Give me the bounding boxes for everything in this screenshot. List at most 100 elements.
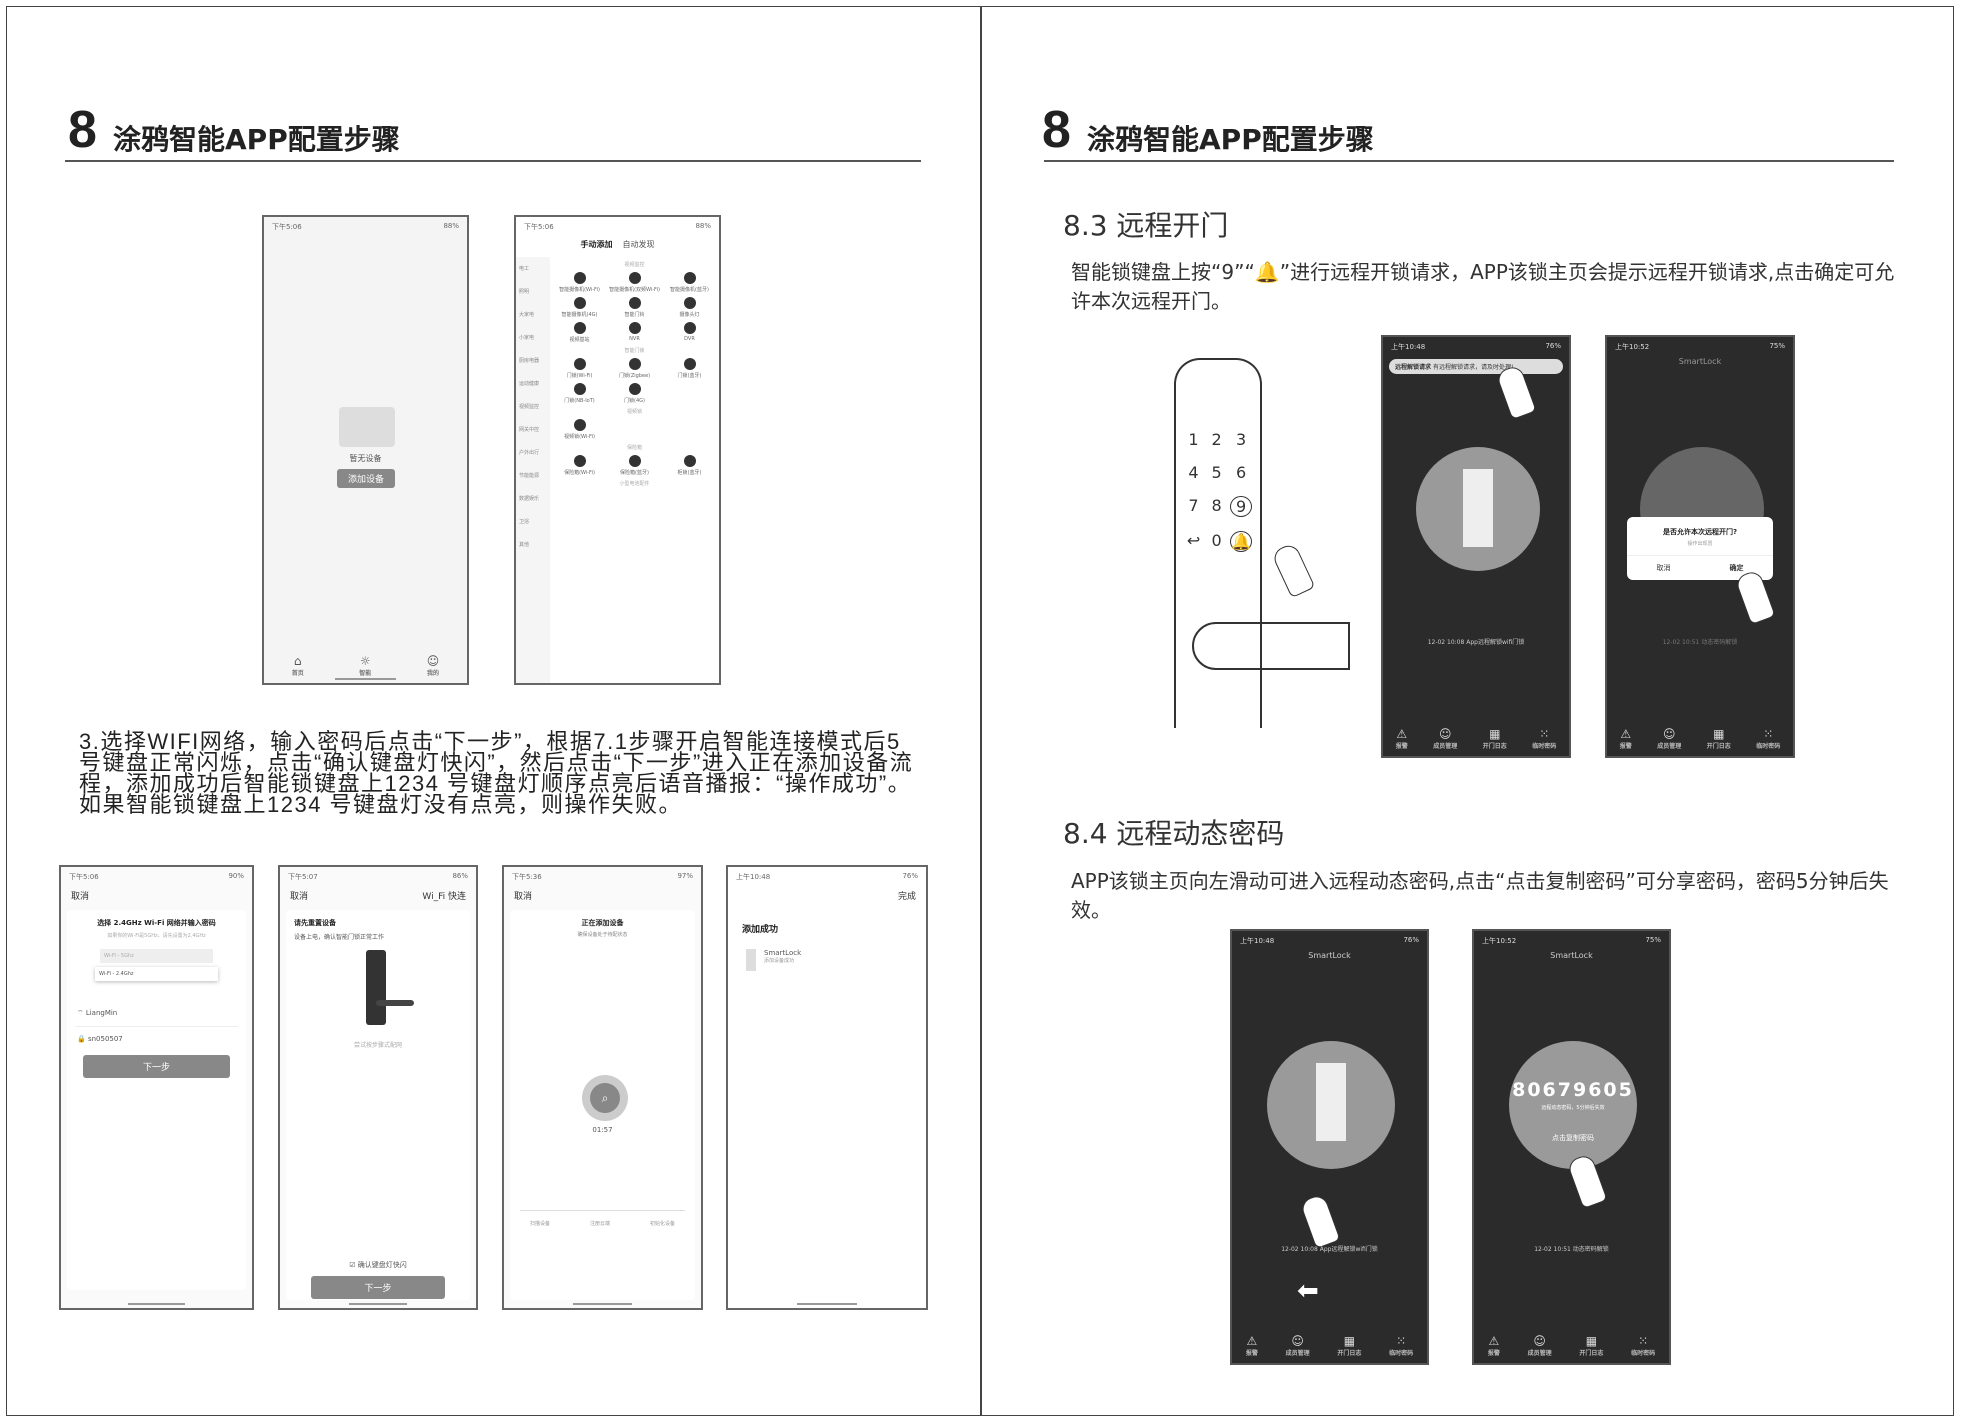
next-button[interactable]: 下一步 xyxy=(311,1276,445,1299)
category-item[interactable]: 照明 xyxy=(519,289,530,295)
unlock-log: 12-02 10:08 App远程解锁wifi门锁 xyxy=(1427,639,1525,646)
keypad-key[interactable]: 4 xyxy=(1188,463,1199,482)
tab-auto-discover[interactable]: 自动发现 xyxy=(622,240,655,249)
lock-status-circle[interactable] xyxy=(1267,1041,1395,1169)
keypad-key[interactable]: 1 xyxy=(1188,430,1199,449)
category-item[interactable]: 其他 xyxy=(519,542,530,548)
device-type-item[interactable]: DVR xyxy=(664,322,715,343)
next-button[interactable]: 下一步 xyxy=(83,1055,230,1078)
password-field[interactable]: 🔒 sn050507 xyxy=(77,1035,123,1043)
category-item[interactable]: 运动健康 xyxy=(519,381,540,387)
device-type-item[interactable]: 摄像头灯 xyxy=(664,297,715,318)
ssid-field[interactable]: ⌔ LiangMin xyxy=(75,1001,238,1027)
device-type-item[interactable]: 保险箱(蓝牙) xyxy=(609,455,660,476)
keypad-key[interactable]: 5 xyxy=(1211,463,1222,482)
device-type-item[interactable]: NVR xyxy=(609,322,660,343)
dialog-cancel-button[interactable]: 取消 xyxy=(1656,564,1671,572)
alt-config-link[interactable]: 尝试按步骤式配网 xyxy=(353,1042,402,1049)
group-title: 小型电池配件 xyxy=(619,481,650,487)
device-type-item[interactable]: 智能摄像机(Wi-Fi) xyxy=(554,272,605,293)
keypad-key[interactable]: 2 xyxy=(1211,430,1222,449)
wifi-title: 选择 2.4GHz Wi-Fi 网络并输入密码 xyxy=(97,919,216,927)
heading-rule xyxy=(1044,160,1894,162)
category-sidebar: 电工照明大家电小家电厨房电器运动健康视频监控网关中控户外出行节能能源数据娱乐卫浴… xyxy=(516,257,550,683)
device-type-item[interactable]: 门锁(4G) xyxy=(609,383,660,404)
keypad-key[interactable]: 6 xyxy=(1235,463,1247,482)
keypad-key[interactable]: ↩ xyxy=(1186,531,1201,550)
cancel-button[interactable]: 取消 xyxy=(71,892,90,902)
device-type-item[interactable]: 智能摄像机(双频Wi-Fi) xyxy=(609,272,660,293)
remote-unlock-banner[interactable]: 远程解锁请求 有远程解锁请求，请及时处理! xyxy=(1389,359,1563,374)
device-type-item[interactable]: 保险箱(Wi-Fi) xyxy=(554,455,605,476)
add-device-button[interactable]: 添加设备 xyxy=(337,469,395,488)
instruction-text: 3.选择WIFI网络，输入密码后点击“下一步”，根据7.1步骤开启智能连接模式后… xyxy=(79,729,914,817)
tab-log[interactable]: ▦开门日志 xyxy=(1482,727,1507,750)
device-type-item[interactable]: 门锁(NB-IoT) xyxy=(554,383,605,404)
section-8-4-title: 8.4 远程动态密码 xyxy=(1063,817,1285,850)
tab-members[interactable]: ☺成员管理 xyxy=(1433,727,1458,750)
section-8-3-title: 8.3 远程开门 xyxy=(1063,209,1229,242)
done-button[interactable]: 完成 xyxy=(897,892,916,902)
device-type-item[interactable]: 智能门铃 xyxy=(609,297,660,318)
section-title: 涂鸦智能APP配置步骤 xyxy=(1087,123,1374,156)
section-8-4-text: APP该锁主页向左滑动可进入远程动态密码,点击“点击复制密码”可分享密码，密码5… xyxy=(1071,869,1889,922)
category-item[interactable]: 节能能源 xyxy=(519,473,540,479)
device-type-item[interactable]: 智能摄像机(4G) xyxy=(554,297,605,318)
tab-alarm[interactable]: ⚠报警 xyxy=(1395,727,1408,750)
category-item[interactable]: 厨房电器 xyxy=(519,358,540,364)
tab-home[interactable]: ⌂首页 xyxy=(291,654,304,677)
category-item[interactable]: 户外出行 xyxy=(519,450,540,456)
confirm-dialog: 是否允许本次远程开门? 操作出现冒 取消确定 xyxy=(1627,517,1773,580)
hand-pointer-icon xyxy=(1299,1193,1341,1249)
copy-code-button[interactable]: 点击复制密码 xyxy=(1552,1134,1594,1142)
group-title: 保险箱 xyxy=(626,445,642,451)
category-item[interactable]: 视频监控 xyxy=(519,404,540,410)
category-item[interactable]: 电工 xyxy=(519,266,530,272)
device-grid: 视频监控智能摄像机(Wi-Fi)智能摄像机(双频Wi-Fi)智能摄像机(蓝牙)智… xyxy=(554,257,715,491)
lock-status-circle[interactable] xyxy=(1416,447,1540,571)
section-8-3-text: 智能锁键盘上按“9”“🔔”进行远程开锁请求，APP该锁主页会提示远程开锁请求,点… xyxy=(1071,260,1895,313)
keypad-key[interactable]: 🔔 xyxy=(1230,531,1252,552)
dialog-confirm-button[interactable]: 确定 xyxy=(1729,564,1744,572)
category-item[interactable]: 卫浴 xyxy=(519,519,530,525)
category-item[interactable]: 小家电 xyxy=(519,335,535,341)
device-type-item[interactable]: 门锁(蓝牙) xyxy=(664,358,715,379)
search-icon: ⌕ xyxy=(590,1083,620,1113)
keypad-key[interactable]: 9 xyxy=(1230,496,1252,517)
tab-me[interactable]: ☺我的 xyxy=(426,654,440,677)
device-type-item[interactable]: 视频基站 xyxy=(554,322,605,343)
section-title: 涂鸦智能APP配置步骤 xyxy=(113,123,400,156)
category-item[interactable]: 大家电 xyxy=(519,312,535,318)
device-type-item[interactable]: 视频锁(Wi-Fi) xyxy=(554,419,605,440)
swipe-left-arrow-icon: ⬅ xyxy=(1297,1276,1319,1306)
dynamic-code: 80679605 xyxy=(1512,1079,1634,1101)
tab-temp-password[interactable]: ⁙临时密码 xyxy=(1532,727,1557,750)
device-type-item[interactable]: 智能摄像机(蓝牙) xyxy=(664,272,715,293)
category-item[interactable]: 数据娱乐 xyxy=(519,496,540,502)
cancel-button[interactable]: 取消 xyxy=(514,892,533,902)
keypad-key[interactable]: 0 xyxy=(1211,531,1222,550)
group-title: 视频监控 xyxy=(624,262,645,268)
confirm-checkbox[interactable]: ☑ 确认键盘灯快闪 xyxy=(349,1261,407,1269)
tab-smart[interactable]: ☼智能 xyxy=(359,654,372,677)
keypad-key[interactable]: 7 xyxy=(1188,496,1199,515)
keypad-key[interactable]: 8 xyxy=(1211,496,1222,515)
device-type-item[interactable]: 门锁(Wi-Fi) xyxy=(554,358,605,379)
category-item[interactable]: 网关中控 xyxy=(519,427,540,433)
cancel-button[interactable]: 取消 xyxy=(290,892,309,902)
device-type-item[interactable]: 柜锁(蓝牙) xyxy=(664,455,715,476)
device-type-item[interactable]: 门锁(Zigbee) xyxy=(609,358,660,379)
tab-manual-add[interactable]: 手动添加 xyxy=(580,240,613,249)
section-number: 8 xyxy=(68,101,97,159)
empty-text: 暂无设备 xyxy=(349,454,382,463)
mode-selector[interactable]: Wi_Fi 快连 xyxy=(422,892,466,902)
door-lock-image xyxy=(366,950,386,1025)
keypad-key[interactable]: 3 xyxy=(1235,430,1247,449)
